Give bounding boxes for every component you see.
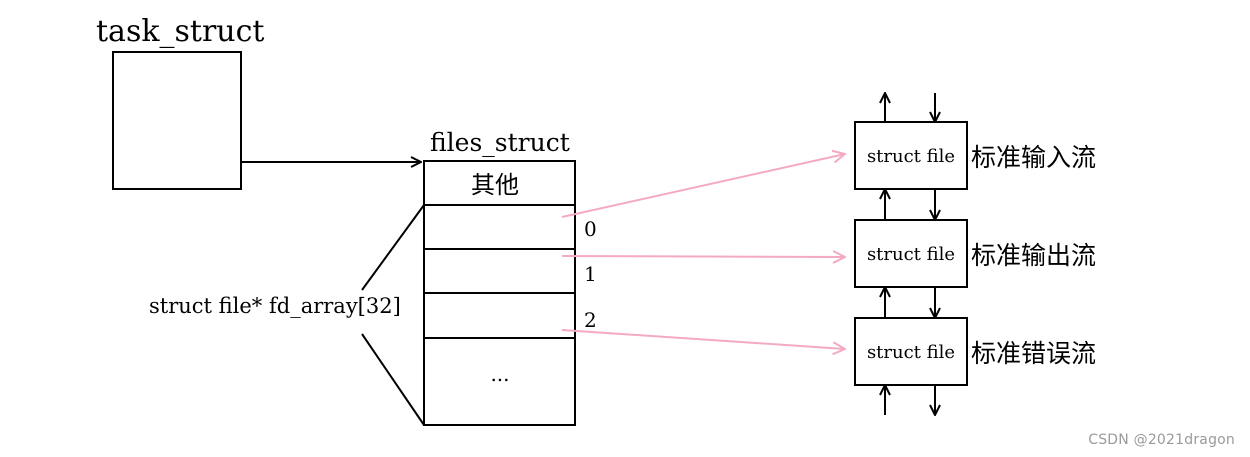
- struct-file-label-stderr: struct file: [867, 342, 955, 363]
- stream-label-stderr: 标准错误流: [971, 339, 1096, 368]
- fd-array-ellipsis: ...: [490, 362, 509, 386]
- fd-array-label: struct file* fd_array[32]: [149, 294, 401, 318]
- fd0-pointer-arrow: [561, 154, 845, 218]
- fd-array-bracket-bottom: [361, 333, 425, 426]
- struct-file-box-stdin: [854, 121, 968, 190]
- fd2-pointer-arrow: [561, 329, 845, 349]
- files-struct-other-label: 其他: [471, 171, 519, 199]
- struct-file-label-stdout: struct file: [867, 244, 955, 265]
- csdn-watermark: CSDN @2021dragon: [1088, 432, 1235, 448]
- fd-index-2: 2: [584, 308, 597, 332]
- struct-file-label-stdin: struct file: [867, 146, 955, 167]
- fd-index-0: 0: [584, 217, 597, 241]
- stream-label-stdout: 标准输出流: [971, 241, 1096, 270]
- fd1-pointer-arrow: [561, 256, 845, 257]
- stream-label-stdin: 标准输入流: [971, 143, 1096, 172]
- files-struct-title: files_struct: [430, 128, 570, 157]
- struct-file-box-stderr: [854, 317, 968, 386]
- task-struct-title: task_struct: [96, 14, 265, 49]
- task-struct-box: [112, 51, 242, 190]
- fd-array-bracket-top: [361, 204, 425, 291]
- struct-file-box-stdout: [854, 219, 968, 288]
- fd-index-1: 1: [584, 262, 597, 286]
